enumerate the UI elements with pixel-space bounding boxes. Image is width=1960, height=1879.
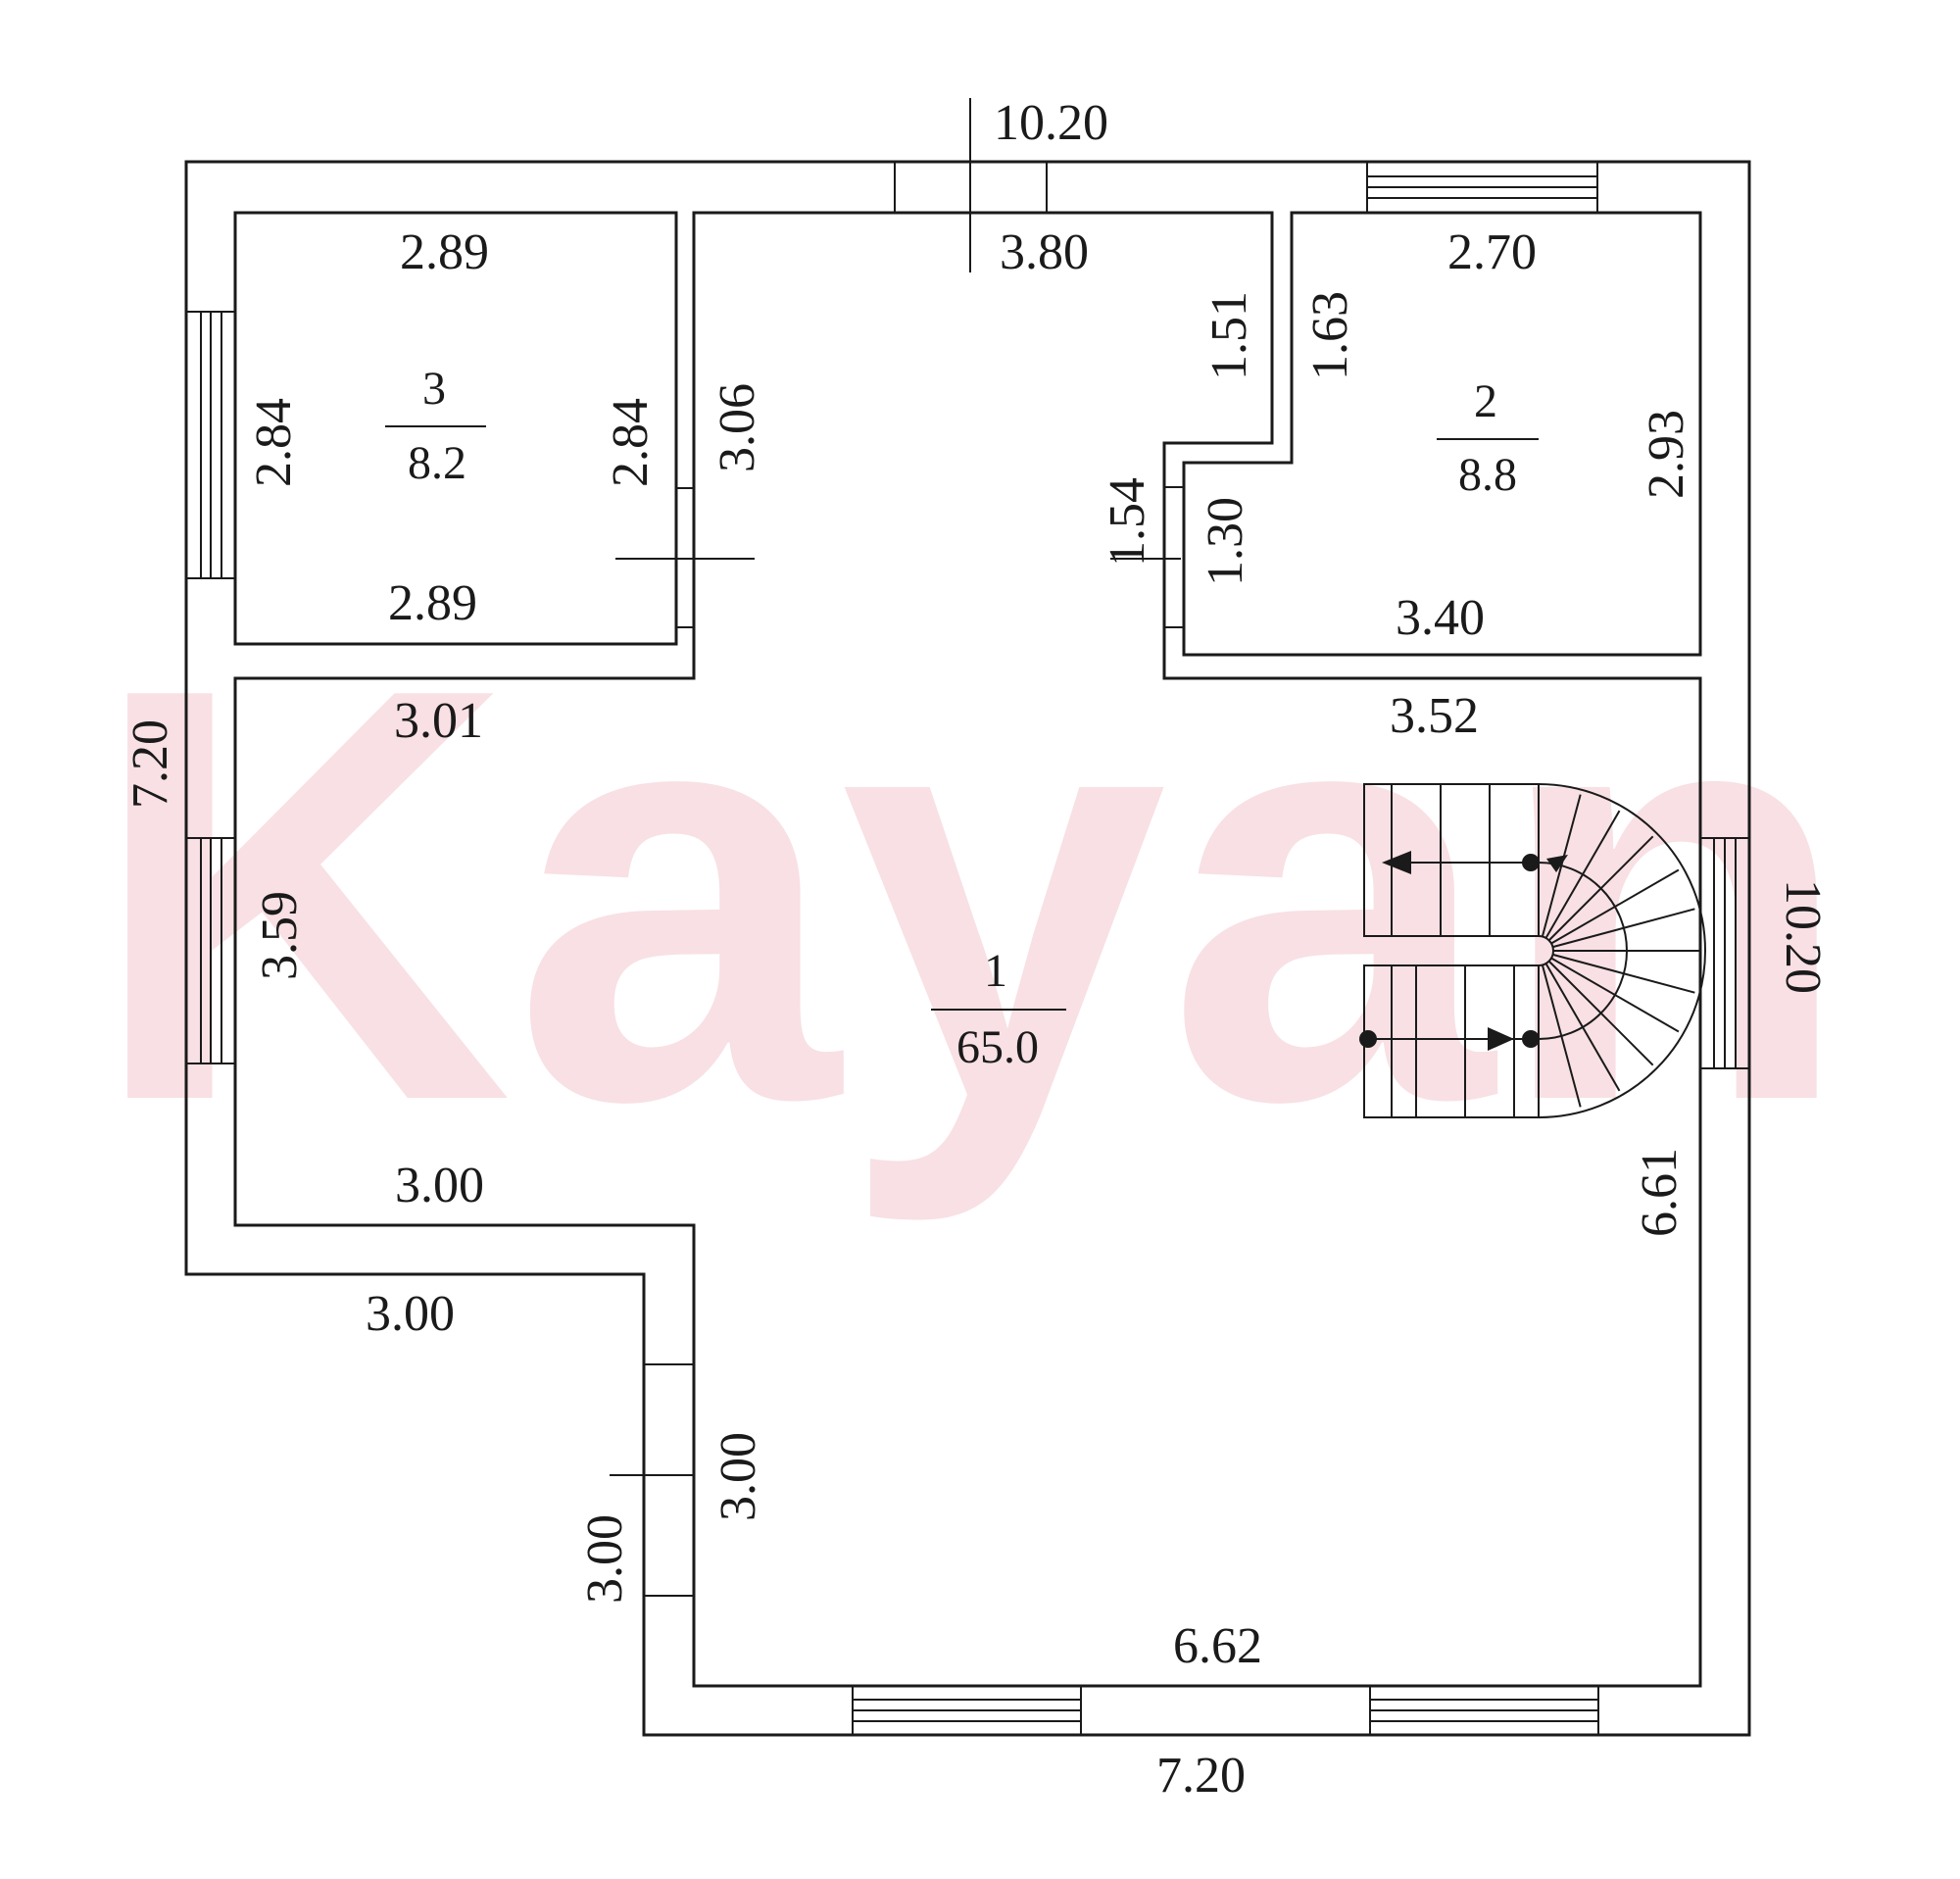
dim-hall-step-vertical-inner: 3.00 — [710, 1432, 766, 1521]
watermark: Kayan — [88, 567, 1853, 1226]
stair-winder-step — [1544, 810, 1621, 939]
dim-notch-right: 1.63 — [1302, 291, 1358, 380]
room-3-area: 8.2 — [408, 437, 466, 489]
dim-notch-lower-left: 1.54 — [1100, 477, 1155, 567]
dim-hall-step-inner: 3.00 — [395, 1158, 484, 1213]
window-hall-left — [185, 837, 236, 1064]
window-room2-top — [1366, 161, 1598, 214]
dim-hall-top-left: 3.01 — [394, 693, 483, 749]
dim-hall-left: 3.59 — [252, 891, 308, 980]
stair-winder-step — [1547, 960, 1654, 1066]
hall-walls — [233, 211, 1702, 1688]
dim-room3-top: 2.89 — [400, 224, 489, 280]
dim-hall-top-right: 3.52 — [1390, 688, 1479, 744]
dim-outer-top: 10.20 — [994, 95, 1108, 151]
dim-room2-right: 2.93 — [1639, 410, 1694, 499]
dim-room3-right: 2.84 — [603, 398, 659, 487]
staircase — [1359, 783, 1706, 1118]
window-bottom-right — [1369, 1685, 1599, 1736]
room-2-label: 2 8.8 — [1437, 375, 1539, 501]
dim-hall-right: 6.61 — [1632, 1148, 1688, 1237]
dim-room3-left: 2.84 — [246, 398, 302, 487]
room-2-number: 2 — [1474, 375, 1497, 427]
room-2-area: 8.8 — [1458, 449, 1517, 501]
window-room3-left — [185, 311, 236, 579]
dim-outer-bottom: 7.20 — [1156, 1748, 1246, 1804]
dim-hall-step-vertical-outer: 3.00 — [577, 1514, 633, 1604]
stair-winder-step — [1547, 835, 1654, 942]
dim-outer-left: 7.20 — [122, 719, 178, 809]
room-1-label: 1 65.0 — [931, 945, 1066, 1073]
dim-hall-step-outer: 3.00 — [366, 1286, 455, 1342]
stair-winder-step — [1544, 963, 1621, 1092]
dim-corridor-top: 3.80 — [1000, 224, 1089, 280]
dim-notch-lower-right: 1.30 — [1198, 497, 1253, 586]
stair-winder-step — [1541, 964, 1582, 1108]
window-hall-right — [1699, 837, 1750, 1069]
room-3-number: 3 — [422, 363, 446, 415]
dim-room2-top: 2.70 — [1447, 224, 1537, 280]
outer-wall — [184, 160, 1751, 1737]
stair-winder-step — [1550, 868, 1680, 945]
stair-winder-step — [1552, 908, 1695, 949]
dim-room2-bottom: 3.40 — [1396, 590, 1485, 646]
dim-corridor-left: 3.06 — [710, 383, 765, 472]
room-1-area: 65.0 — [956, 1021, 1039, 1073]
dim-room3-bottom: 2.89 — [388, 575, 477, 631]
room-3-label: 3 8.2 — [385, 363, 486, 489]
dim-outer-right: 10.20 — [1775, 879, 1831, 994]
stair-winder-step — [1552, 953, 1695, 994]
dim-hall-bottom: 6.62 — [1173, 1618, 1262, 1674]
room-2-walls — [1182, 211, 1702, 657]
stair-winder-step — [1541, 794, 1582, 937]
dim-notch-left: 1.51 — [1201, 291, 1257, 380]
room-1-number: 1 — [984, 945, 1007, 997]
stair-winder-step — [1550, 957, 1680, 1033]
window-bottom-left — [852, 1685, 1082, 1736]
